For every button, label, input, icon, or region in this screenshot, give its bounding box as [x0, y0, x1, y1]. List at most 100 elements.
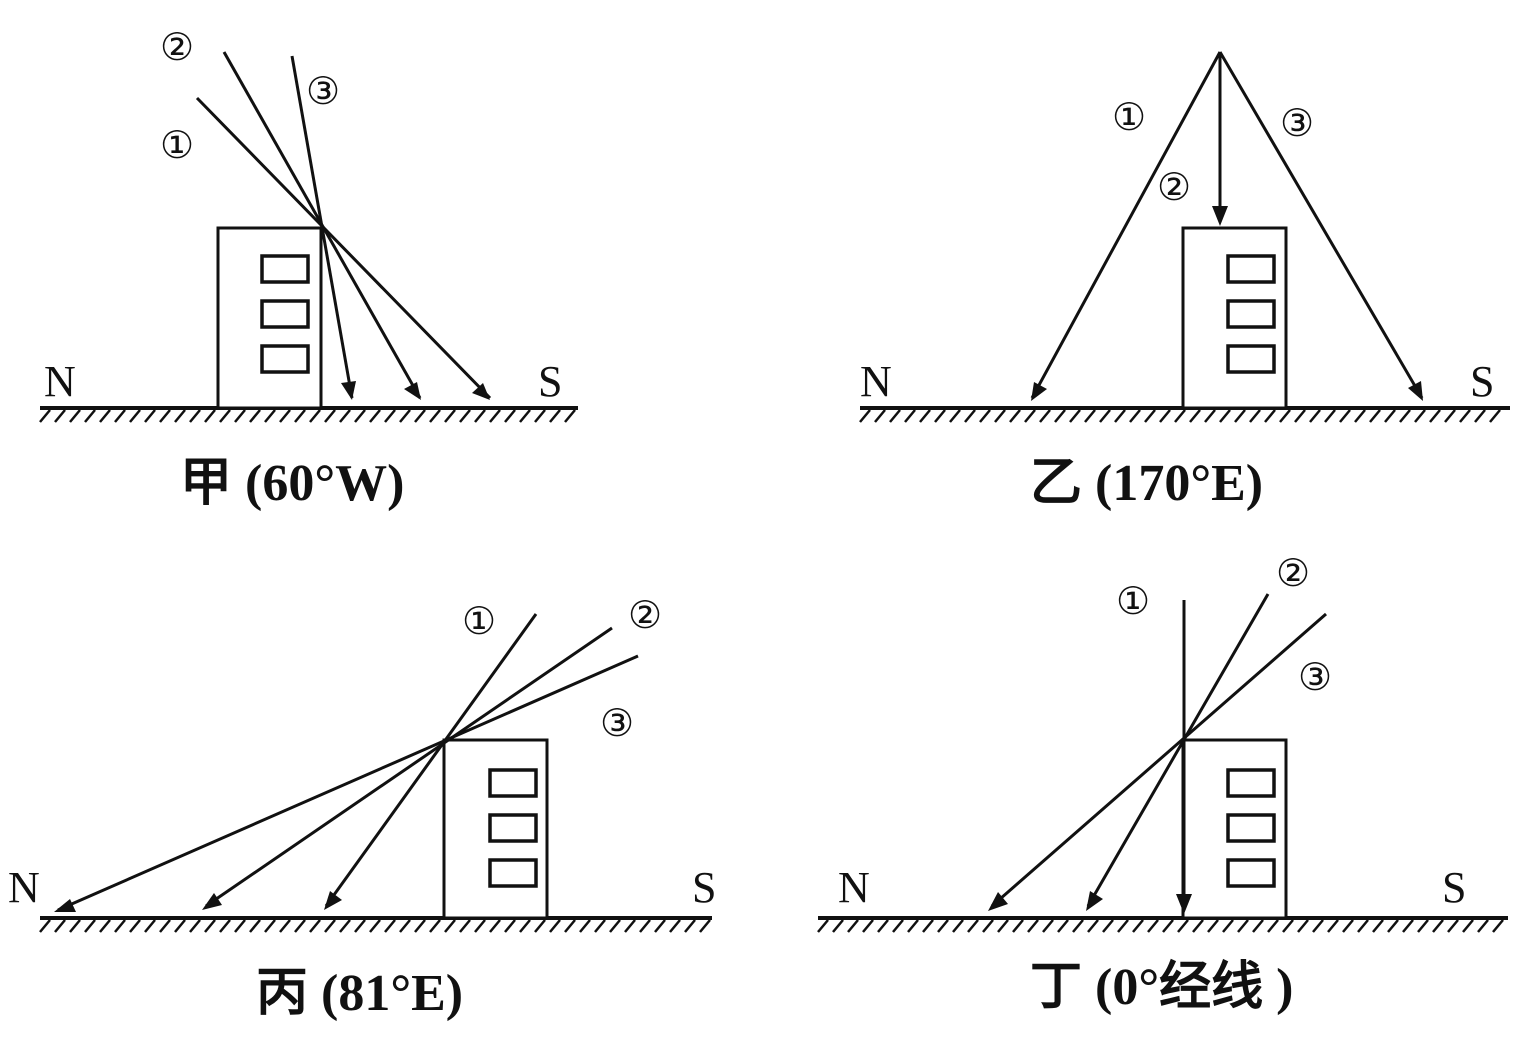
panel-jia: N S ① ② ③ 甲 (60°W): [39, 27, 578, 512]
hatch-mark: [669, 919, 681, 933]
hatch-mark: [564, 919, 576, 933]
hatch-mark: [54, 919, 66, 933]
south-label: S: [1470, 357, 1494, 406]
hatch-mark: [1384, 409, 1396, 423]
ground-hatch: [39, 409, 576, 423]
hatch-mark: [309, 409, 321, 423]
hatch-mark: [982, 919, 994, 933]
hatch-mark: [1477, 919, 1489, 933]
hatch-mark: [129, 409, 141, 423]
hatch-mark: [39, 919, 51, 933]
hatch-mark: [1492, 919, 1504, 933]
hatch-mark: [1417, 919, 1429, 933]
hatch-mark: [1177, 919, 1189, 933]
hatch-mark: [1132, 919, 1144, 933]
north-label: N: [860, 357, 892, 406]
hatch-mark: [1294, 409, 1306, 423]
hatch-mark: [54, 409, 66, 423]
hatch-mark: [1342, 919, 1354, 933]
sun-ray-1: [195, 96, 492, 400]
hatch-mark: [1147, 919, 1159, 933]
hatch-mark: [249, 409, 261, 423]
hatch-mark: [399, 409, 411, 423]
hatch-mark: [1237, 919, 1249, 933]
hatch-mark: [564, 409, 576, 423]
hatch-mark: [399, 919, 411, 933]
hatch-mark: [84, 919, 96, 933]
hatch-mark: [474, 409, 486, 423]
hatch-mark: [369, 919, 381, 933]
hatch-mark: [444, 409, 456, 423]
hatch-mark: [414, 409, 426, 423]
hatch-mark: [1297, 919, 1309, 933]
hatch-mark: [264, 409, 276, 423]
ray-label-3: ③: [1280, 103, 1314, 145]
panel-caption: 丁 (0°经线 ): [1030, 958, 1293, 1016]
hatch-mark: [279, 919, 291, 933]
hatch-mark: [534, 409, 546, 423]
hatch-mark: [1189, 409, 1201, 423]
hatch-mark: [1222, 919, 1234, 933]
arrowhead: [1031, 382, 1047, 401]
panel-caption: 丙 (81°E): [256, 965, 463, 1022]
hatch-mark: [1099, 409, 1111, 423]
hatch-mark: [922, 919, 934, 933]
hatch-mark: [1174, 409, 1186, 423]
hatch-mark: [979, 409, 991, 423]
panel-bing: N S ① ② ③ 丙 (81°E): [8, 595, 716, 1022]
hatch-mark: [114, 919, 126, 933]
sun-ray-3: [57, 654, 639, 912]
hatch-mark: [39, 409, 51, 423]
hatch-mark: [1069, 409, 1081, 423]
hatch-mark: [429, 409, 441, 423]
hatch-mark: [1282, 919, 1294, 933]
hatch-mark: [609, 919, 621, 933]
building-window: [260, 344, 310, 374]
hatch-mark: [189, 409, 201, 423]
hatch-mark: [324, 409, 336, 423]
south-label: S: [538, 357, 562, 406]
hatch-mark: [1249, 409, 1261, 423]
hatch-mark: [967, 919, 979, 933]
hatch-mark: [1279, 409, 1291, 423]
hatch-mark: [504, 919, 516, 933]
sun-ray-1: [324, 613, 538, 907]
south-label: S: [692, 863, 716, 912]
hatch-mark: [219, 409, 231, 423]
arrowhead: [1086, 891, 1103, 911]
hatch-mark: [144, 409, 156, 423]
hatch-mark: [952, 919, 964, 933]
hatch-mark: [1459, 409, 1471, 423]
building: [1181, 226, 1288, 410]
sun-ray-3: [1218, 51, 1424, 399]
hatch-mark: [459, 409, 471, 423]
hatch-mark: [324, 919, 336, 933]
hatch-mark: [264, 919, 276, 933]
hatch-mark: [1402, 919, 1414, 933]
hatch-mark: [369, 409, 381, 423]
hatch-mark: [994, 409, 1006, 423]
hatch-mark: [489, 919, 501, 933]
hatch-mark: [99, 409, 111, 423]
hatch-mark: [159, 919, 171, 933]
ray-label-2: ②: [1276, 553, 1310, 595]
hatch-mark: [204, 919, 216, 933]
panel-ding: N S ① ② ③ 丁 (0°经线 ): [817, 553, 1508, 1016]
arrowhead: [202, 893, 222, 910]
hatch-mark: [294, 409, 306, 423]
sun-ray-3: [991, 612, 1327, 908]
hatch-mark: [889, 409, 901, 423]
hatch-mark: [219, 919, 231, 933]
hatch-mark: [234, 409, 246, 423]
sun-ray-1: [1030, 51, 1222, 399]
hatch-mark: [1054, 409, 1066, 423]
hatch-mark: [549, 409, 561, 423]
hatch-mark: [1129, 409, 1141, 423]
hatch-mark: [877, 919, 889, 933]
ray-label-2: ②: [1157, 167, 1191, 209]
hatch-mark: [294, 919, 306, 933]
hatch-mark: [874, 409, 886, 423]
ray-label-2: ②: [160, 27, 194, 69]
